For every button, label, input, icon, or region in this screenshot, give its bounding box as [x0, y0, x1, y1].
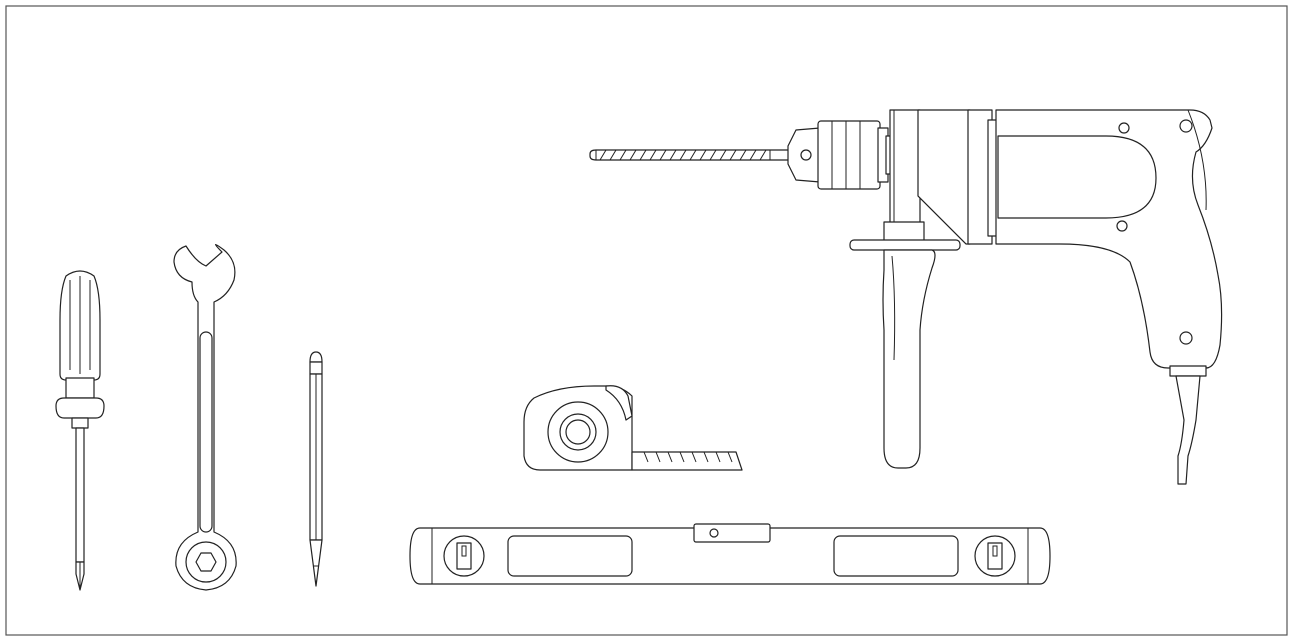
power-drill-icon [589, 109, 1223, 485]
drill-side-handle [882, 249, 936, 469]
combination-wrench-icon [173, 243, 237, 591]
spirit-level-icon [409, 523, 1051, 585]
drill-chuck [787, 120, 895, 190]
drill-power-cable [1169, 365, 1207, 485]
screwdriver-icon [55, 270, 105, 591]
drill-collar [849, 109, 961, 251]
pencil-icon [309, 351, 323, 587]
drill-main-handle [995, 109, 1223, 369]
frame-border [5, 5, 1288, 636]
drill-body [917, 109, 999, 245]
tape-measure-icon [523, 385, 743, 471]
drill-bit [589, 149, 791, 161]
